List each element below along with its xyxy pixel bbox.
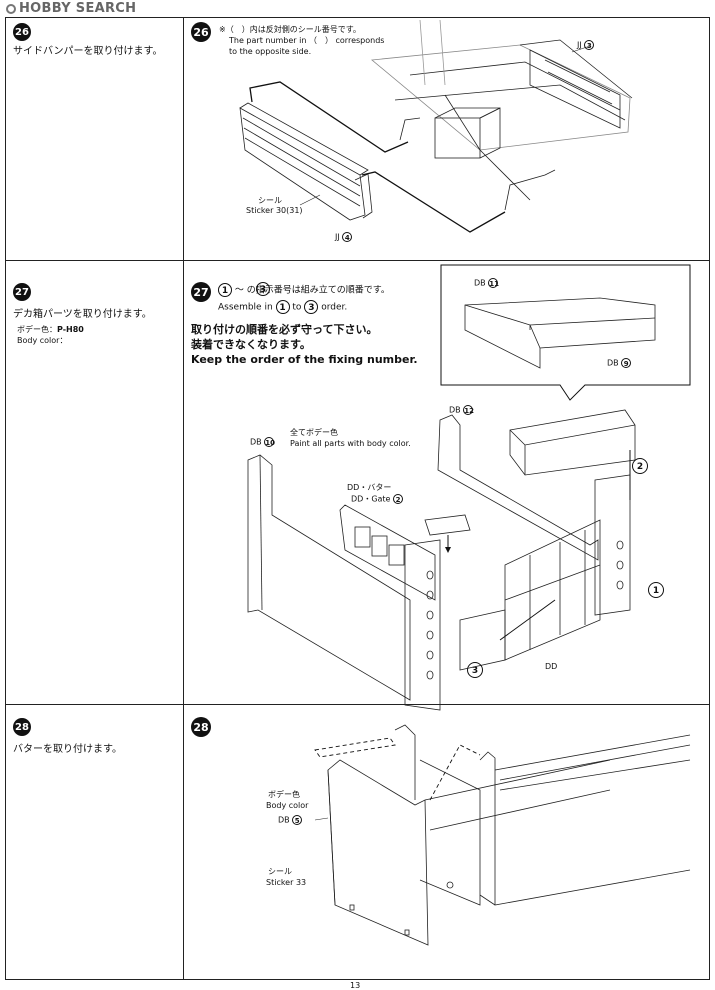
step-27-badge: 27 [191,282,211,302]
warn-jp-2: 装着できなくなります。 [191,338,311,351]
step-26-badge-left: 26 [13,23,31,41]
sticker-jp-28: シール [268,867,292,876]
sticker-en-28: Sticker 33 [266,878,307,887]
page-frame [5,17,710,980]
page-number: 13 [350,981,361,990]
label-jj4: JJ 4 [335,232,353,243]
step-28-badge: 28 [191,717,211,737]
label-db11: DB 11 [474,278,499,288]
label-db10: DB 10 [250,437,275,447]
step-26-instruction: サイドバンパーを取り付けます。 [13,46,163,57]
step-27-instruction: デカ箱パーツを取り付けます。 [13,309,152,320]
step-27-badge-left: 27 [13,283,31,301]
assemble-en: Assemble in 1 to 3 order. [218,300,347,314]
hobby-search-logo: HOBBY SEARCH [6,1,136,16]
body-color-en: Body color： [17,336,68,345]
order-instruction-jp: 1 ～ の指示番号は組み立ての順番です。 3 [218,282,390,297]
column-divider [183,17,184,980]
label-sticker-jp: シール [258,196,282,205]
label-sticker-en: Sticker 30(31) [246,206,303,215]
paint-code: P-H80 [57,325,84,334]
label-db9: DB 9 [607,358,632,369]
body-color-jp-28: ボデー色 [268,790,300,799]
label-dd: DD [545,662,558,671]
label-dd-gate-jp: DD・バター [347,483,392,492]
step-26-badge: 26 [191,22,211,42]
step-26-note-jp: ※（ ）内は反対側のシール番号です。 [219,25,361,34]
step-26-note-en-1: The part number in （ ） corresponds [229,36,385,45]
label-db5: DB 5 [278,815,303,826]
order-end-mark: 3 [256,282,270,296]
label-db12: DB 12 [449,405,474,415]
paint-note-en: Paint all parts with body color. [290,439,411,448]
warn-jp-1: 取り付けの順番を必ず守って下さい。 [191,323,378,336]
order-mark-1: 1 [648,582,664,598]
body-color-jp-line: ボデー色：P-H80 [17,325,84,335]
paint-note-jp: 全てボデー色 [290,428,338,437]
row-divider-1 [5,260,710,261]
label-jj3: JJ 3 [577,40,595,51]
row-divider-2 [5,704,710,705]
sticker-number: 30(31) [275,206,303,215]
body-color-jp: ボデー色： [17,325,57,334]
order-mark-2: 2 [632,458,648,474]
step-28-instruction: バターを取り付けます。 [13,744,122,755]
warn-en: Keep the order of the fixing number. [191,353,418,366]
logo-icon [6,3,16,14]
order-mark-3: 3 [467,662,483,678]
step-26-note-en-2: to the opposite side. [229,47,312,56]
logo-text: HOBBY SEARCH [19,1,137,16]
body-color-en-28: Body color [266,801,309,810]
label-dd-gate-en: DD・Gate 2 [351,494,404,505]
step-28-badge-left: 28 [13,718,31,736]
